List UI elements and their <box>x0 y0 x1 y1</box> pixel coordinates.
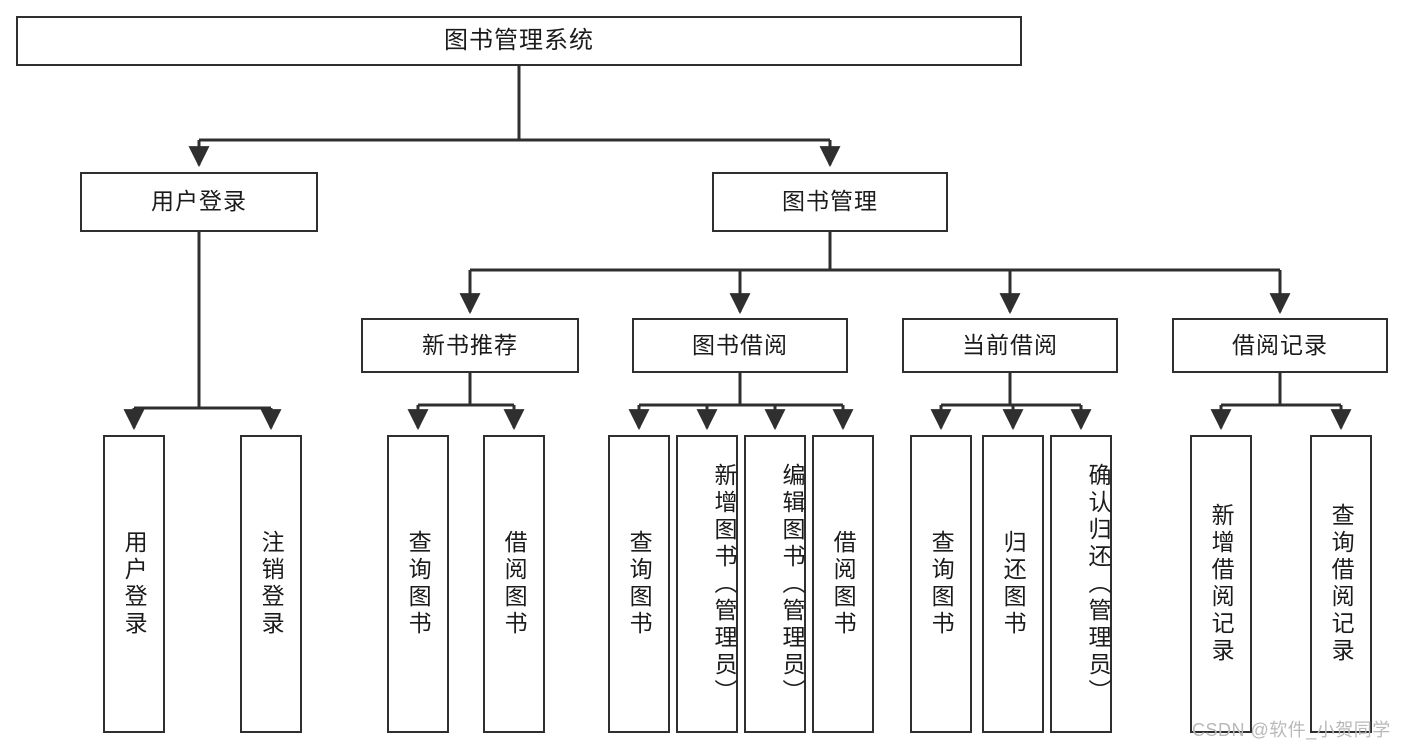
node-label: 新增借阅记录 <box>1208 503 1235 665</box>
node-label: 当前借阅 <box>962 331 1058 358</box>
node-level2-1[interactable]: 图书管理 <box>712 172 948 232</box>
node-label: 编辑图书（管理员） <box>779 462 805 706</box>
node-leaf-12[interactable]: 查询借阅记录 <box>1310 435 1372 733</box>
node-leaf-1[interactable]: 注销登录 <box>240 435 302 733</box>
node-leaf-6[interactable]: 编辑图书（管理员） <box>744 435 806 733</box>
node-level3-0[interactable]: 新书推荐 <box>361 318 579 373</box>
node-leaf-11[interactable]: 新增借阅记录 <box>1190 435 1252 733</box>
node-leaf-3[interactable]: 借阅图书 <box>483 435 545 733</box>
node-label: 新增图书（管理员） <box>711 462 737 706</box>
node-level3-2[interactable]: 当前借阅 <box>902 318 1118 373</box>
node-label: 归还图书 <box>1000 530 1027 638</box>
node-level3-3[interactable]: 借阅记录 <box>1172 318 1388 373</box>
node-label: 借阅图书 <box>830 530 857 638</box>
node-label: 查询图书 <box>405 530 432 638</box>
node-root-图书管理系统[interactable]: 图书管理系统 <box>16 16 1022 66</box>
node-label: 图书借阅 <box>692 331 788 358</box>
node-leaf-10[interactable]: 确认归还（管理员） <box>1050 435 1112 733</box>
node-label: 图书管理系统 <box>444 26 594 54</box>
node-label: 查询图书 <box>928 530 955 638</box>
node-leaf-9[interactable]: 归还图书 <box>982 435 1044 733</box>
node-label: 借阅记录 <box>1232 331 1328 358</box>
node-label: 查询借阅记录 <box>1328 503 1355 665</box>
node-label: 新书推荐 <box>422 331 518 358</box>
node-label: 图书管理 <box>782 188 878 215</box>
node-leaf-4[interactable]: 查询图书 <box>608 435 670 733</box>
node-leaf-5[interactable]: 新增图书（管理员） <box>676 435 738 733</box>
node-label: 查询图书 <box>626 530 653 638</box>
node-label: 用户登录 <box>121 530 148 638</box>
node-leaf-2[interactable]: 查询图书 <box>387 435 449 733</box>
node-label: 借阅图书 <box>501 530 528 638</box>
node-leaf-0[interactable]: 用户登录 <box>103 435 165 733</box>
node-level3-1[interactable]: 图书借阅 <box>632 318 848 373</box>
node-leaf-7[interactable]: 借阅图书 <box>812 435 874 733</box>
node-label: 确认归还（管理员） <box>1085 462 1111 706</box>
node-label: 用户登录 <box>151 188 247 215</box>
node-label: 注销登录 <box>258 530 285 638</box>
node-level2-0[interactable]: 用户登录 <box>80 172 318 232</box>
node-leaf-8[interactable]: 查询图书 <box>910 435 972 733</box>
